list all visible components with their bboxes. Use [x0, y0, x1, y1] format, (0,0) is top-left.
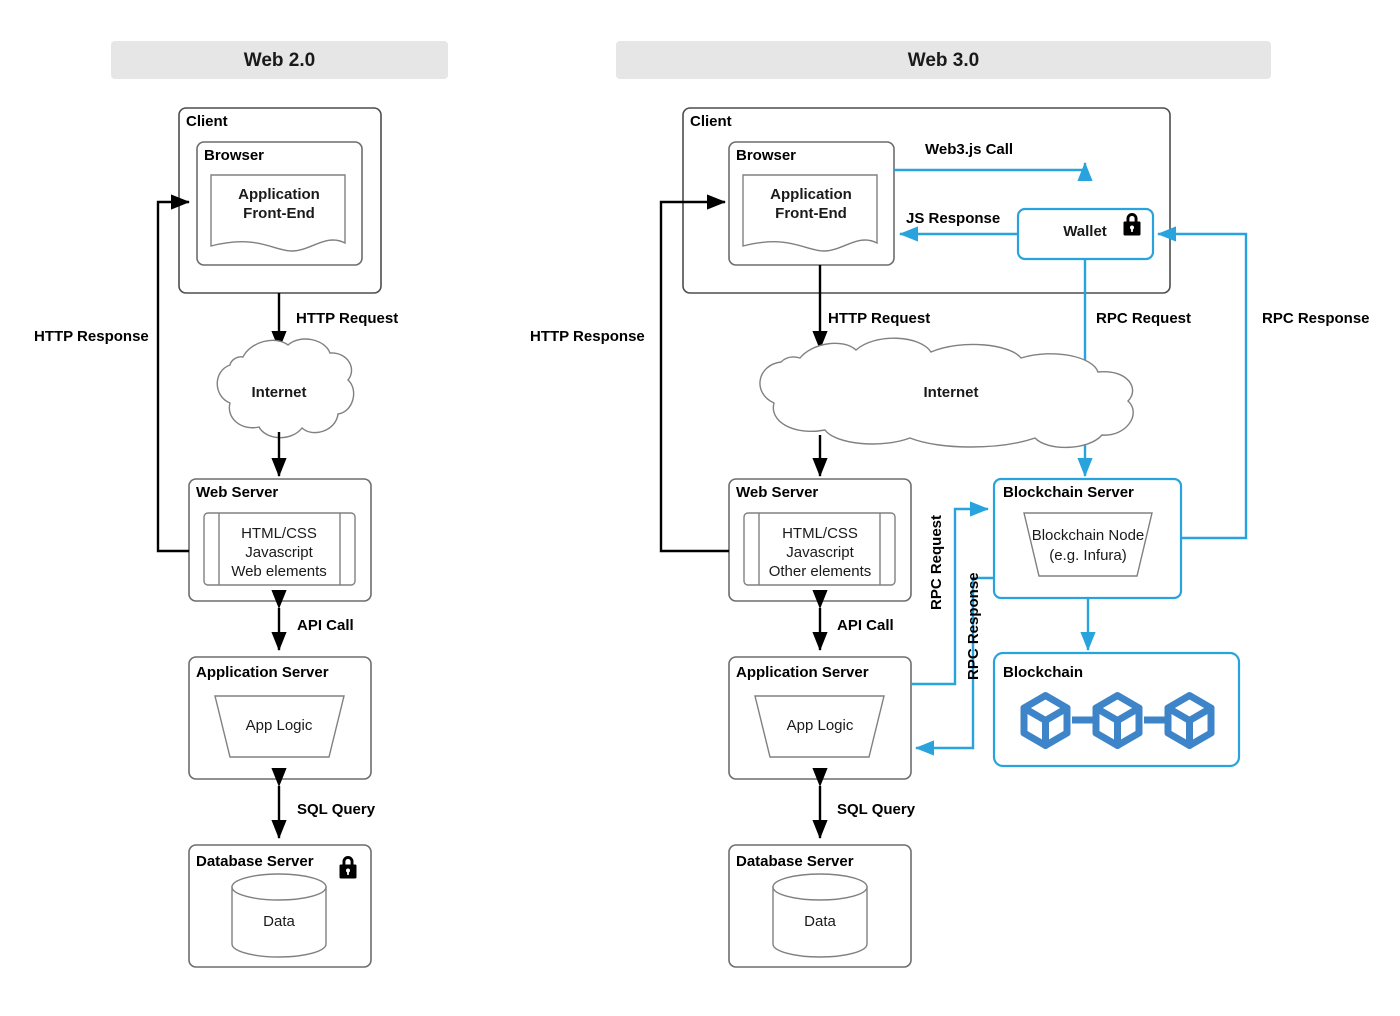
- web2-http-request-label: HTTP Request: [296, 310, 398, 327]
- web2-data-cylinder[interactable]: [231, 873, 327, 958]
- web3-http-response-label: HTTP Response: [530, 328, 645, 345]
- web2-http-response-label: HTTP Response: [34, 328, 149, 345]
- web3-data-label: Data: [804, 913, 836, 930]
- lock-icon: [1123, 213, 1141, 236]
- web3-frontend-line1: Application: [770, 186, 852, 203]
- web2-applogic-shape[interactable]: [214, 695, 345, 758]
- web3-rpc-response-mid-label: RPC Response: [965, 572, 982, 680]
- web3-data-cylinder[interactable]: [772, 873, 868, 958]
- web3-header-bg: [616, 41, 1271, 79]
- web3-rpc-request-mid-label: RPC Request: [928, 515, 945, 610]
- web3-sql-query-label: SQL Query: [837, 801, 916, 818]
- web3-js-response-label: JS Response: [906, 210, 1000, 227]
- web3-rpc-request-mid-arrow: [911, 501, 989, 686]
- web3-rpc-request-top-label: RPC Request: [1096, 310, 1191, 327]
- web3-web3js-call-label: Web3.js Call: [925, 141, 1013, 158]
- web2-webserver-tube-shape[interactable]: [203, 512, 356, 586]
- web2-applogic-label: App Logic: [246, 717, 313, 734]
- web3-header: Web 3.0: [616, 41, 1271, 79]
- web3-applogic-label: App Logic: [787, 717, 854, 734]
- web2-api-call-label: API Call: [297, 617, 354, 634]
- web3-internet-cloud[interactable]: [759, 337, 1134, 449]
- web3-internet-label: Internet: [923, 384, 978, 401]
- blockchain-cubes-icon: [1020, 692, 1215, 749]
- web3-webserver-label: Web Server: [736, 484, 818, 501]
- web2-frontend-shape[interactable]: [210, 174, 346, 252]
- web2-dbserver-label: Database Server: [196, 853, 314, 870]
- web3-http-response-arrow: [659, 194, 729, 553]
- web3-api-call-label: API Call: [837, 617, 894, 634]
- web2-client-label: Client: [186, 113, 228, 130]
- web2-webserver-line1: HTML/CSS: [241, 525, 317, 542]
- web3-rpc-response-top-label: RPC Response: [1262, 310, 1370, 327]
- web2-http-response-arrow: [156, 194, 190, 553]
- web3-appserver-label: Application Server: [736, 664, 869, 681]
- web2-sql-query-label: SQL Query: [297, 801, 376, 818]
- web3-dbserver-label: Database Server: [736, 853, 854, 870]
- web2-header-label: Web 2.0: [244, 50, 315, 71]
- web3-browser-label: Browser: [736, 147, 796, 164]
- web3-rpc-response-mid-arrow: [915, 576, 994, 756]
- panel-web3: Web 3.0 Client Browser Application Front…: [530, 41, 1370, 968]
- web3-web3js-call-arrow: [894, 162, 1093, 182]
- lock-icon: [339, 856, 357, 879]
- web2-webserver-line3: Web elements: [231, 563, 327, 580]
- web3-http-request-label: HTTP Request: [828, 310, 930, 327]
- web3-client-label: Client: [690, 113, 732, 130]
- panel-web2: Web 2.0 Client Browser Application Front…: [34, 41, 448, 968]
- web3-blockchain-node-line1: Blockchain Node: [1032, 527, 1145, 544]
- web2-browser-label: Browser: [204, 147, 264, 164]
- web3-webserver-tube-shape[interactable]: [743, 512, 896, 586]
- web3-rpc-response-top-arrow: [1157, 226, 1248, 540]
- web3-frontend-line2: Front-End: [775, 205, 847, 222]
- web3-header-label: Web 3.0: [908, 50, 979, 71]
- web2-frontend-line1: Application: [238, 186, 320, 203]
- web3-webserver-line1: HTML/CSS: [782, 525, 858, 542]
- web3-frontend-shape[interactable]: [742, 174, 878, 252]
- web3-webserver-line3: Other elements: [769, 563, 872, 580]
- web3-blockchain-label: Blockchain: [1003, 664, 1083, 681]
- web3-blockchain-server-label: Blockchain Server: [1003, 484, 1134, 501]
- web2-header-bg: [111, 41, 448, 79]
- web2-frontend-line2: Front-End: [243, 205, 315, 222]
- web3-blockchain-node-shape[interactable]: [1023, 512, 1153, 577]
- web3-applogic-shape[interactable]: [754, 695, 885, 758]
- web3-wallet-label: Wallet: [1063, 223, 1107, 240]
- web2-data-label: Data: [263, 913, 295, 930]
- web2-appserver-label: Application Server: [196, 664, 329, 681]
- web3-blockchain-node-line2: (e.g. Infura): [1049, 547, 1127, 564]
- web2-webserver-label: Web Server: [196, 484, 278, 501]
- web2-header: Web 2.0: [111, 41, 448, 79]
- web2-webserver-line2: Javascript: [245, 544, 313, 561]
- web2-internet-label: Internet: [251, 384, 306, 401]
- web2-internet-cloud[interactable]: [216, 338, 355, 439]
- web3-webserver-line2: Javascript: [786, 544, 854, 561]
